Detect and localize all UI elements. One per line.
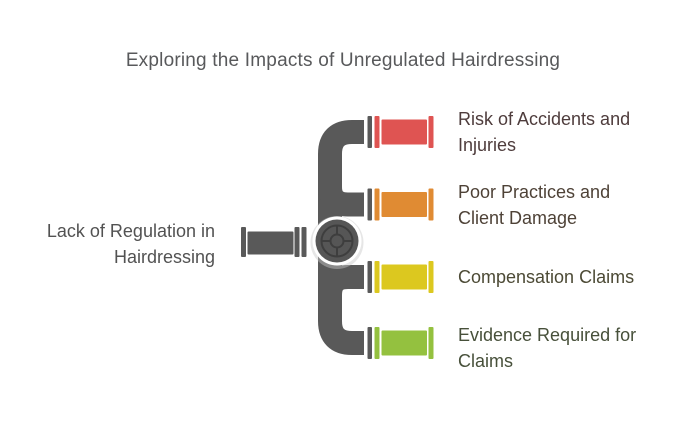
- elbow-branch-3: [318, 265, 364, 320]
- feed-pipe: [241, 227, 307, 257]
- branch-gray-flanges: [367, 116, 372, 359]
- pipe-segment-practices: [374, 188, 434, 221]
- branch-label: Compensation Claims: [458, 267, 635, 287]
- elbow-branch-2: [318, 162, 364, 217]
- branch-label: Poor Practices and Client Damage: [458, 182, 611, 228]
- pipe-valve-icon: [310, 216, 364, 269]
- infographic-title: Exploring the Impacts of Unregulated Hai…: [125, 50, 561, 71]
- branch-label: Risk of Accidents and Injuries: [458, 109, 631, 155]
- branch-label: Evidence Required for Claims: [458, 325, 637, 371]
- pipe-segment-compensation: [374, 261, 434, 293]
- central-topic-label: Lack of Regulation in Hairdressing: [46, 221, 215, 267]
- pipe-segment-evidence: [374, 327, 434, 359]
- pipe-segment-risk: [374, 116, 434, 148]
